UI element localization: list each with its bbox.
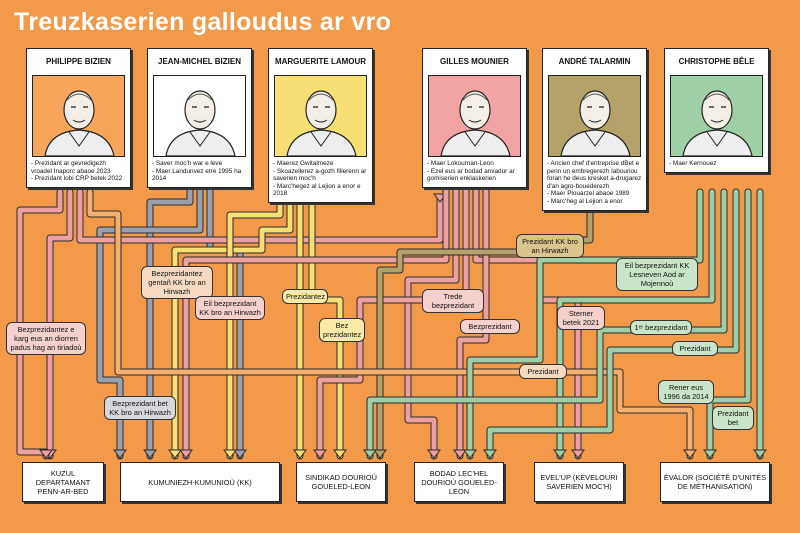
- arrowhead: [373, 449, 387, 459]
- arrowhead: [453, 449, 467, 459]
- portrait-image: [32, 75, 125, 157]
- person-card-andre-talarmin: ANDRÉ TALARMIN - Ancien chef d'entrepris…: [542, 48, 647, 211]
- org-box: BODAD LEC'HEL DOURIOÙ GOUELED-LEON: [414, 462, 504, 502]
- arrowhead: [293, 449, 307, 459]
- arrowhead: [233, 449, 247, 459]
- portrait-image: [428, 75, 521, 157]
- role-label: Bezprezidant bet KK bro an Hirwazh: [104, 396, 176, 420]
- person-info-line: - Ancien chef d'entreprise dBet e penn u…: [547, 160, 642, 190]
- person-info-line: - Maer Lokournan-Leon: [427, 160, 494, 167]
- person-name: PHILIPPE BIZIEN: [46, 57, 111, 66]
- arrowhead: [143, 449, 157, 459]
- person-name: CHRISTOPHE BÊLE: [678, 57, 755, 66]
- role-label: Eil bezprezidant KK bro an Hirwazh: [195, 296, 265, 320]
- link-green: [707, 189, 751, 459]
- role-label: Prezidant: [519, 364, 567, 379]
- role-label: Sterner betek 2021: [557, 306, 605, 330]
- person-info-line: - Maer Plouarzel abaoe 1989: [547, 190, 630, 198]
- person-info-line: - Maer Landunvez etre 1995 ha 2014: [152, 167, 242, 183]
- person-card-marguerite-lamour: MARGUERITE LAMOUR - Maerez Gwitalmeze- S…: [268, 48, 373, 203]
- link-green: [487, 189, 739, 459]
- role-label: Bez prezidantez: [319, 318, 365, 342]
- person-name: JEAN-MICHEL BIZIEN: [158, 57, 241, 66]
- portrait-image: [274, 75, 367, 157]
- person-card-jean-michel-bizien: JEAN-MICHEL BIZIEN - Saver moc'h war e l…: [147, 48, 252, 188]
- org-box: KUMUNIEZH-KUMUNIOÙ (KK): [120, 462, 280, 502]
- arrowhead: [168, 449, 182, 459]
- person-info-line: - Marc'hegez al Lejion a enor e 2018: [273, 182, 361, 198]
- arrowhead: [333, 449, 347, 459]
- page-title: Treuzkaserien galloudus ar vro: [14, 8, 392, 36]
- arrowhead: [683, 449, 697, 459]
- org-box: SINDIKAD DOURIOÙ GOUELED-LEON: [296, 462, 386, 502]
- arrowhead: [571, 449, 585, 459]
- role-label: Trede bezprezidant: [422, 289, 484, 313]
- arrowhead: [703, 449, 717, 459]
- org-box: ÉVALOR (SOCIÉTÉ D'UNITÉS DE MÉTHANISATIO…: [660, 462, 770, 502]
- person-info-line: - Maer Kernouez: [669, 160, 717, 167]
- role-label: Prezidant KK bro an Hirwazh: [516, 234, 584, 258]
- role-label: Bezprezidantez gentañ KK bro an Hirwazh: [141, 266, 213, 299]
- arrowhead: [223, 449, 237, 459]
- person-card-christophe-bele: CHRISTOPHE BÊLE - Maer Kernouez: [664, 48, 769, 173]
- org-box: EVEL'UP (KEVELOURI SAVERIEN MOC'H): [534, 462, 624, 502]
- person-info-line: - Maerez Gwitalmeze: [273, 160, 334, 167]
- link-olive: [377, 189, 593, 459]
- person-card-philippe-bizien: PHILIPPE BIZIEN - Prezidant ar gevredige…: [26, 48, 131, 188]
- arrowhead: [113, 449, 127, 459]
- portrait-image: [548, 75, 641, 157]
- link-pink: [405, 185, 459, 459]
- role-label: Prezidant: [672, 341, 718, 356]
- role-label: 1ᵉʳ bezprezidant: [630, 320, 692, 335]
- person-info-line: - Prezidant ar gevredigezh vroadel Inapo…: [31, 160, 111, 175]
- person-info-line: - Skoazellerez a-gozh fillerenn ar saver…: [273, 167, 367, 183]
- arrowhead: [39, 449, 53, 459]
- arrowhead: [553, 449, 567, 459]
- person-info-line: - Ezel eus ar bodad anvadur ar gomiserie…: [427, 167, 515, 183]
- person-name: ANDRÉ TALARMIN: [558, 57, 631, 66]
- arrowhead: [179, 449, 193, 459]
- arrowhead: [753, 449, 767, 459]
- link-green: [367, 189, 727, 459]
- arrowhead: [483, 449, 497, 459]
- person-info-line: - Marc'heg al Lejion a enor: [547, 197, 623, 205]
- link-gray: [97, 169, 203, 459]
- link-orange: [87, 189, 693, 459]
- person-card-gilles-mounier: GILLES MOUNIER - Maer Lokournan-Leon- Ez…: [422, 48, 527, 188]
- person-info-line: - Prezidant lobi CRP betek 2022: [31, 175, 123, 183]
- link-green: [467, 189, 703, 459]
- person-info-line: - Saver moc'h war e leve: [152, 160, 223, 167]
- person-name: GILLES MOUNIER: [440, 57, 509, 66]
- arrowhead: [463, 449, 477, 459]
- link-pink: [183, 185, 449, 459]
- arrowhead: [427, 449, 441, 459]
- role-label: Rener eus 1996 da 2014: [658, 380, 714, 404]
- org-box: KUZUL DEPARTAMANT PENN-AR-BED: [22, 462, 104, 502]
- role-label: Prezidantez: [282, 289, 328, 304]
- arrowhead: [363, 449, 377, 459]
- person-name: MARGUERITE LAMOUR: [274, 57, 367, 66]
- portrait-image: [670, 75, 763, 157]
- role-label: Prezidant bet: [712, 406, 754, 430]
- role-label: Bezprezidantez e karg eus an diorren pad…: [6, 322, 86, 355]
- portrait-image: [153, 75, 246, 157]
- role-label: Eil bezprezidant KK Lesneven Aod ar Moje…: [616, 258, 698, 291]
- arrowhead: [313, 449, 327, 459]
- role-label: Bezprezidant: [460, 319, 520, 334]
